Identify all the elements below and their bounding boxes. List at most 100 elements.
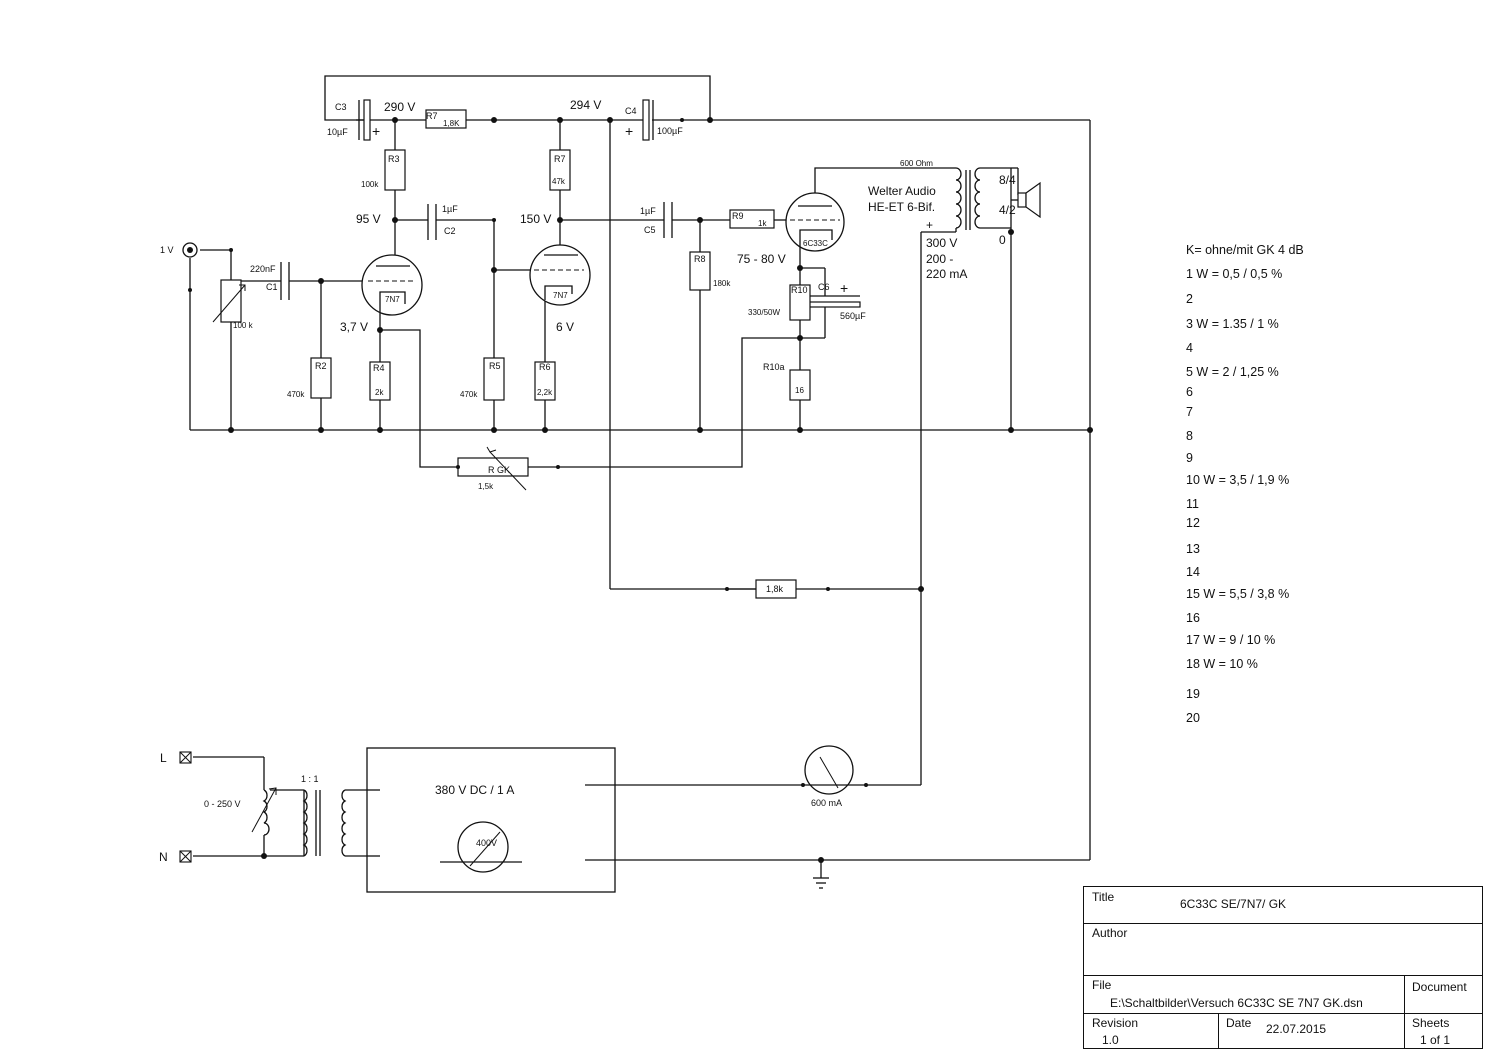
sheets-value: 1 of 1 <box>1420 1033 1451 1047</box>
file-value: E:\Schaltbilder\Versuch 6C33C SE 7N7 GK.… <box>1110 996 1363 1010</box>
wires <box>189 75 1091 878</box>
r2-label: R2 <box>315 361 327 371</box>
transformer-maker: Welter Audio <box>868 184 936 198</box>
c6-plus: + <box>840 280 848 296</box>
transformer-plus: + <box>926 218 933 232</box>
node-6v: 6 V <box>556 320 574 334</box>
mains-terminals: L N <box>159 751 192 864</box>
document-label: Document <box>1412 980 1467 994</box>
tube-7n7-first: 7N7 <box>361 254 423 316</box>
note-row: 20 <box>1186 711 1200 725</box>
r3-value: 100k <box>361 180 379 189</box>
isolation-transformer: 1 : 1 <box>301 774 347 857</box>
node-300v: 300 V <box>926 236 957 250</box>
c5-label: C5 <box>644 225 656 235</box>
note-row: 17 W = 9 / 10 % <box>1186 633 1276 647</box>
psu-rating: 380 V DC / 1 A <box>435 783 514 797</box>
speaker-icon <box>1011 168 1041 219</box>
c4-label: C4 <box>625 106 637 116</box>
tap-4-2: 4/2 <box>999 203 1016 217</box>
note-row: 13 <box>1186 542 1200 556</box>
tube2-type: 7N7 <box>553 291 568 300</box>
r10-label: R10 <box>791 285 808 295</box>
note-row: 8 <box>1186 429 1193 443</box>
r4-value: 2k <box>375 388 384 397</box>
variac: 0 - 250 V <box>204 787 277 836</box>
transformer-ratio: 1 : 1 <box>301 774 319 784</box>
notes-header: K= ohne/mit GK 4 dB <box>1186 243 1304 257</box>
ground-icon <box>813 877 829 889</box>
r7a-value: 1,8K <box>443 119 460 128</box>
r7a-label: R7 <box>426 111 438 121</box>
date-label: Date <box>1226 1016 1252 1030</box>
note-row: 6 <box>1186 385 1193 399</box>
c6-value: 560µF <box>840 311 866 321</box>
c1-label: C1 <box>266 282 278 292</box>
r5-label: R5 <box>489 361 501 371</box>
voltmeter-range: 400V <box>476 838 497 848</box>
c3-plus: + <box>372 123 380 139</box>
note-row: 14 <box>1186 565 1200 579</box>
note-row: 3 W = 1.35 / 1 % <box>1186 317 1279 331</box>
r3-label: R3 <box>388 154 400 164</box>
revision-label: Revision <box>1092 1016 1139 1030</box>
node-75-80v: 75 - 80 V <box>737 252 786 266</box>
title-row: Title 6C33C SE/7N7/ GK <box>1084 887 1482 924</box>
resistor-r7-47k: R7 47k <box>549 149 571 191</box>
note-row: 4 <box>1186 341 1193 355</box>
node-current-220: 220 mA <box>926 267 967 281</box>
ammeter-icon: 600 mA <box>801 745 868 808</box>
node-290v: 290 V <box>384 100 415 114</box>
r2-value: 470k <box>287 390 305 399</box>
transformer-model: HE-ET 6-Bif. <box>868 200 935 214</box>
rgk-label: R GK <box>488 465 510 475</box>
capacitor-c5: 1µF C5 <box>640 202 673 238</box>
mains-l: L <box>160 751 167 765</box>
node-95v: 95 V <box>356 212 381 226</box>
volume-potentiometer: 100 k <box>212 279 254 330</box>
c4-plus: + <box>625 123 633 139</box>
tap-0: 0 <box>999 233 1006 247</box>
pot-value: 100 k <box>233 321 254 330</box>
capacitor-c2: 1µF C2 <box>427 204 458 240</box>
r6-label: R6 <box>539 362 551 372</box>
r10a-label: R10a <box>763 362 785 372</box>
voltmeter-icon: 400V <box>440 821 522 873</box>
resistor-r7-1k8: R7 1,8K <box>425 109 467 129</box>
input-voltage-label: 1 V <box>160 245 174 255</box>
capacitor-c3: C3 10µF + <box>327 99 380 141</box>
date-value: 22.07.2015 <box>1266 1022 1327 1036</box>
note-row: 10 W = 3,5 / 1,9 % <box>1186 473 1290 487</box>
note-row: 1 W = 0,5 / 0,5 % <box>1186 267 1283 281</box>
c4-value: 100µF <box>657 126 683 136</box>
c2-value: 1µF <box>442 204 458 214</box>
mains-n: N <box>159 850 168 864</box>
resistor-r6: R6 2,2k <box>534 361 556 401</box>
node-294v: 294 V <box>570 98 601 112</box>
note-row: 16 <box>1186 611 1200 625</box>
capacitor-c6: C6 + 560µF <box>807 280 866 321</box>
note-row: 15 W = 5,5 / 3,8 % <box>1186 587 1290 601</box>
capacitor-c4: C4 + 100µF <box>625 99 683 141</box>
r8-value: 180k <box>713 279 731 288</box>
resistor-r10a: R10a 16 <box>763 362 811 401</box>
resistor-r5: R5 470k <box>460 357 505 401</box>
node-150v: 150 V <box>520 212 551 226</box>
resistor-r10: R10 330/50W <box>748 284 811 321</box>
note-row: 5 W = 2 / 1,25 % <box>1186 365 1279 379</box>
file-label: File <box>1092 978 1112 992</box>
resistor-rgk: R GK 1,5k <box>456 446 560 491</box>
tube-6c33c: 6C33C <box>785 192 845 252</box>
r10-value: 330/50W <box>748 308 780 317</box>
ohm600-label: 600 Ohm <box>900 159 933 168</box>
r9-label: R9 <box>732 211 744 221</box>
sheets-label: Sheets <box>1412 1016 1450 1030</box>
file-row: File E:\Schaltbilder\Versuch 6C33C SE 7N… <box>1084 976 1482 1014</box>
resistor-1k8-supply: 1,8k <box>725 579 830 599</box>
note-row: 12 <box>1186 516 1200 530</box>
r5-value: 470k <box>460 390 478 399</box>
c3-label: C3 <box>335 102 347 112</box>
output-transformer: 600 Ohm Welter Audio HE-ET 6-Bif. + 8/4 … <box>868 159 1018 247</box>
r4-label: R4 <box>373 363 385 373</box>
r8-label: R8 <box>694 254 706 264</box>
